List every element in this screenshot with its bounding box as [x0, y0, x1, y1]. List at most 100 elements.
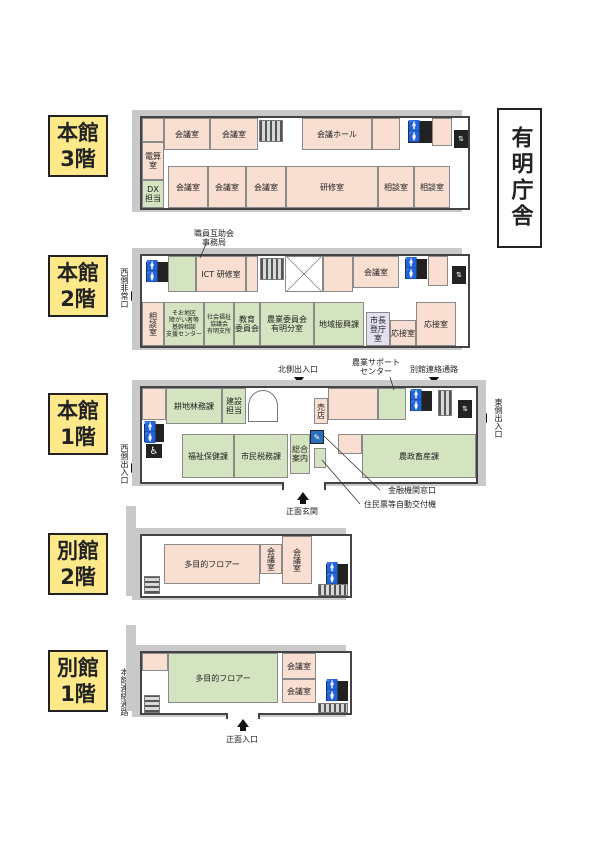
room-agri-livestock: 農政畜産課: [362, 434, 476, 478]
room-agri-support: [378, 388, 406, 420]
room-consult-2: 相談室: [142, 302, 164, 346]
room-consult-3a: 相談室: [378, 166, 414, 208]
room-welfare-health: 福祉保健課: [182, 434, 234, 478]
note-agri-center: 農業サポート センター: [352, 358, 400, 376]
floor-plan-annex-1f: 多目的フロアー 会議室 会議室 🚹🚺: [140, 651, 352, 715]
room-farmland-forestry: 耕地林務課: [166, 388, 222, 424]
note-west-entrance: 西側出入口: [120, 444, 129, 484]
room-small-1c: [338, 434, 362, 454]
room-shop: 売店: [314, 398, 328, 424]
spiral-stairs: [248, 390, 278, 422]
floor-label-annex-1f: 別館 1階: [48, 650, 108, 712]
floor-plan-annex-2f: 多目的フロアー 会議室 会議室 🚹🚺: [140, 534, 352, 598]
room-meeting-annex1b: 会議室: [282, 679, 316, 703]
room-multipurpose-1: 多目的フロアー: [168, 653, 278, 703]
room-small-2b: [323, 256, 353, 292]
room-meeting-3c: 会議室: [168, 166, 208, 208]
front-entrance-notch: [226, 713, 260, 719]
floor-label-level: 1階: [60, 682, 96, 706]
entrance-arrow-stem: [240, 726, 246, 731]
elevator-icon: ⇅: [458, 400, 472, 418]
floor-label-main-1f: 本館 1階: [48, 393, 108, 455]
information-icon: ✎: [310, 430, 324, 444]
floor-label-building: 本館: [57, 261, 99, 285]
stairs-icon: [260, 258, 284, 280]
stairs-icon: [144, 695, 160, 713]
entrance-arrow-stem: [300, 499, 306, 504]
stairs-icon: [438, 390, 452, 416]
room-tax: 市民税務課: [234, 434, 288, 478]
entrance-arrow-icon: [237, 719, 249, 727]
room-meeting-3e: 会議室: [246, 166, 286, 208]
room-small-annex1: [142, 653, 168, 671]
floor-label-level: 2階: [60, 287, 96, 311]
room-meeting-annex2b: 会議室: [282, 536, 312, 584]
room-multipurpose-2: 多目的フロアー: [164, 544, 260, 584]
corridor-1: [288, 434, 290, 478]
main-entrance-notch: [282, 482, 326, 490]
room-server: 電算室: [142, 142, 164, 180]
restroom-icon: 🚹🚺: [146, 261, 168, 283]
floor-plan-main-2f: 🚹🚺 ICT 研修室 会議室 🚹🚺 ⇅ 相談室 そお地区 障がい者等 基幹相談 …: [140, 254, 470, 348]
room-small-b: [372, 118, 400, 150]
note-west-emergency-exit: 西側非常口: [120, 268, 129, 308]
floor-plan-main-1f: 🚹🚺 ♿ 耕地林務課 建設 担当 売店 🚹🚺 ⇅ 福祉保健課 市民税務課 総合 …: [140, 386, 478, 484]
room-support-center: そお地区 障がい者等 基幹相談 支援センター: [164, 302, 204, 346]
note-main-entrance: 正面玄関: [286, 507, 318, 516]
note-kiosk: 住民票等自動交付機: [364, 500, 436, 509]
room-atm-kiosk: [314, 448, 326, 468]
floor-label-level: 3階: [60, 147, 96, 171]
note-main-passage: 本館連絡通路: [120, 668, 129, 716]
wheelchair-icon: ♿: [146, 444, 162, 458]
room-small-1b: [328, 388, 378, 420]
room-welfare-council: 社会福祉 協議会 有明支所: [204, 302, 234, 346]
stairs-icon: [259, 120, 283, 142]
room-training: 研修室: [286, 166, 378, 208]
note-front-entrance: 正面入口: [226, 735, 258, 744]
elevator-icon: ⇅: [454, 130, 468, 148]
floor-label-building: 別館: [57, 539, 99, 563]
floor-label-annex-2f: 別館 2階: [48, 533, 108, 595]
room-hall: 会議ホール: [302, 118, 372, 150]
floor-plan-main-3f: 電算室 DX 担当 会議室 会議室 会議ホール 🚹🚺 ⇅ 会議室 会議室 会議室…: [140, 116, 470, 210]
restroom-icon: 🚹🚺: [144, 422, 164, 444]
floor-label-building: 本館: [57, 399, 99, 423]
restroom-icon: 🚹🚺: [410, 390, 432, 412]
floor-label-building: 別館: [57, 656, 99, 680]
note-east-entrance: 東側出入口: [494, 398, 503, 438]
room-dx: DX 担当: [142, 180, 164, 208]
restroom-icon: 🚹🚺: [408, 121, 432, 143]
room-small-a: [142, 118, 164, 142]
room-consult-3b: 相談室: [414, 166, 450, 208]
room-small-c: [432, 118, 452, 146]
restroom-icon: 🚹🚺: [326, 563, 348, 585]
corridor-block: [283, 118, 301, 150]
stairs-icon: [144, 576, 160, 594]
room-regional-promo: 地域振興課: [314, 302, 364, 346]
room-small-2a: [246, 256, 258, 292]
stairs-icon: [318, 703, 348, 713]
floor-label-building: 本館: [57, 121, 99, 145]
corridor-2: [364, 302, 366, 346]
atrium-void: [285, 256, 323, 292]
room-meeting-annex1a: 会議室: [282, 653, 316, 679]
floor-label-main-3f: 本館 3階: [48, 115, 108, 177]
note-north-entrance: 北側出入口: [278, 365, 318, 374]
note-atm: 金融機関窓口: [388, 486, 436, 495]
room-small-1a: [142, 388, 166, 420]
restroom-icon: 🚹🚺: [326, 680, 348, 702]
room-mayor: 市長 登庁室: [366, 312, 390, 346]
entrance-arrow-icon: [297, 492, 309, 500]
elevator-icon: ⇅: [452, 266, 466, 284]
stairs-icon: [318, 584, 348, 596]
room-ict: ICT 研修室: [196, 256, 246, 292]
room-meeting-3a: 会議室: [164, 118, 210, 150]
room-reception-b: 応接室: [416, 302, 456, 346]
room-meeting-annex2a: 会議室: [260, 544, 282, 574]
building-title: 有明庁舎: [497, 108, 542, 248]
room-reception-a: 応接室: [390, 320, 416, 346]
room-small-2c: [428, 256, 448, 286]
note-kyosai: 職員互助会 事務局: [194, 229, 234, 247]
floor-label-level: 1階: [60, 425, 96, 449]
room-info: 総合 案内: [290, 434, 310, 474]
